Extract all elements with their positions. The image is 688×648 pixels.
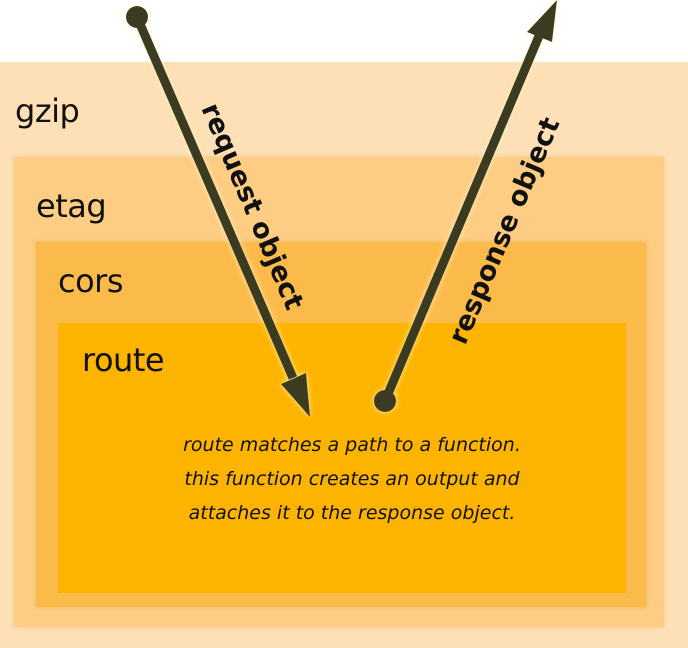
request-arrow (126, 6, 310, 417)
gzip-label: gzip (15, 92, 80, 130)
description-line-2: this function creates an output and (184, 468, 520, 490)
etag-label: etag (36, 187, 107, 225)
response-arrow-shaft (380, 34, 544, 403)
response-arrow-head (527, 0, 557, 42)
route-description: route matches a path to a function. this… (140, 428, 564, 530)
route-label: route (82, 341, 165, 379)
description-line-1: route matches a path to a function. (183, 434, 521, 456)
description-line-3: attaches it to the response object. (188, 502, 516, 524)
request-arrow-head (281, 373, 310, 417)
cors-label: cors (58, 262, 124, 300)
route-layer (58, 323, 626, 593)
response-arrow (374, 0, 557, 412)
request-arrow-shaft (132, 15, 298, 380)
